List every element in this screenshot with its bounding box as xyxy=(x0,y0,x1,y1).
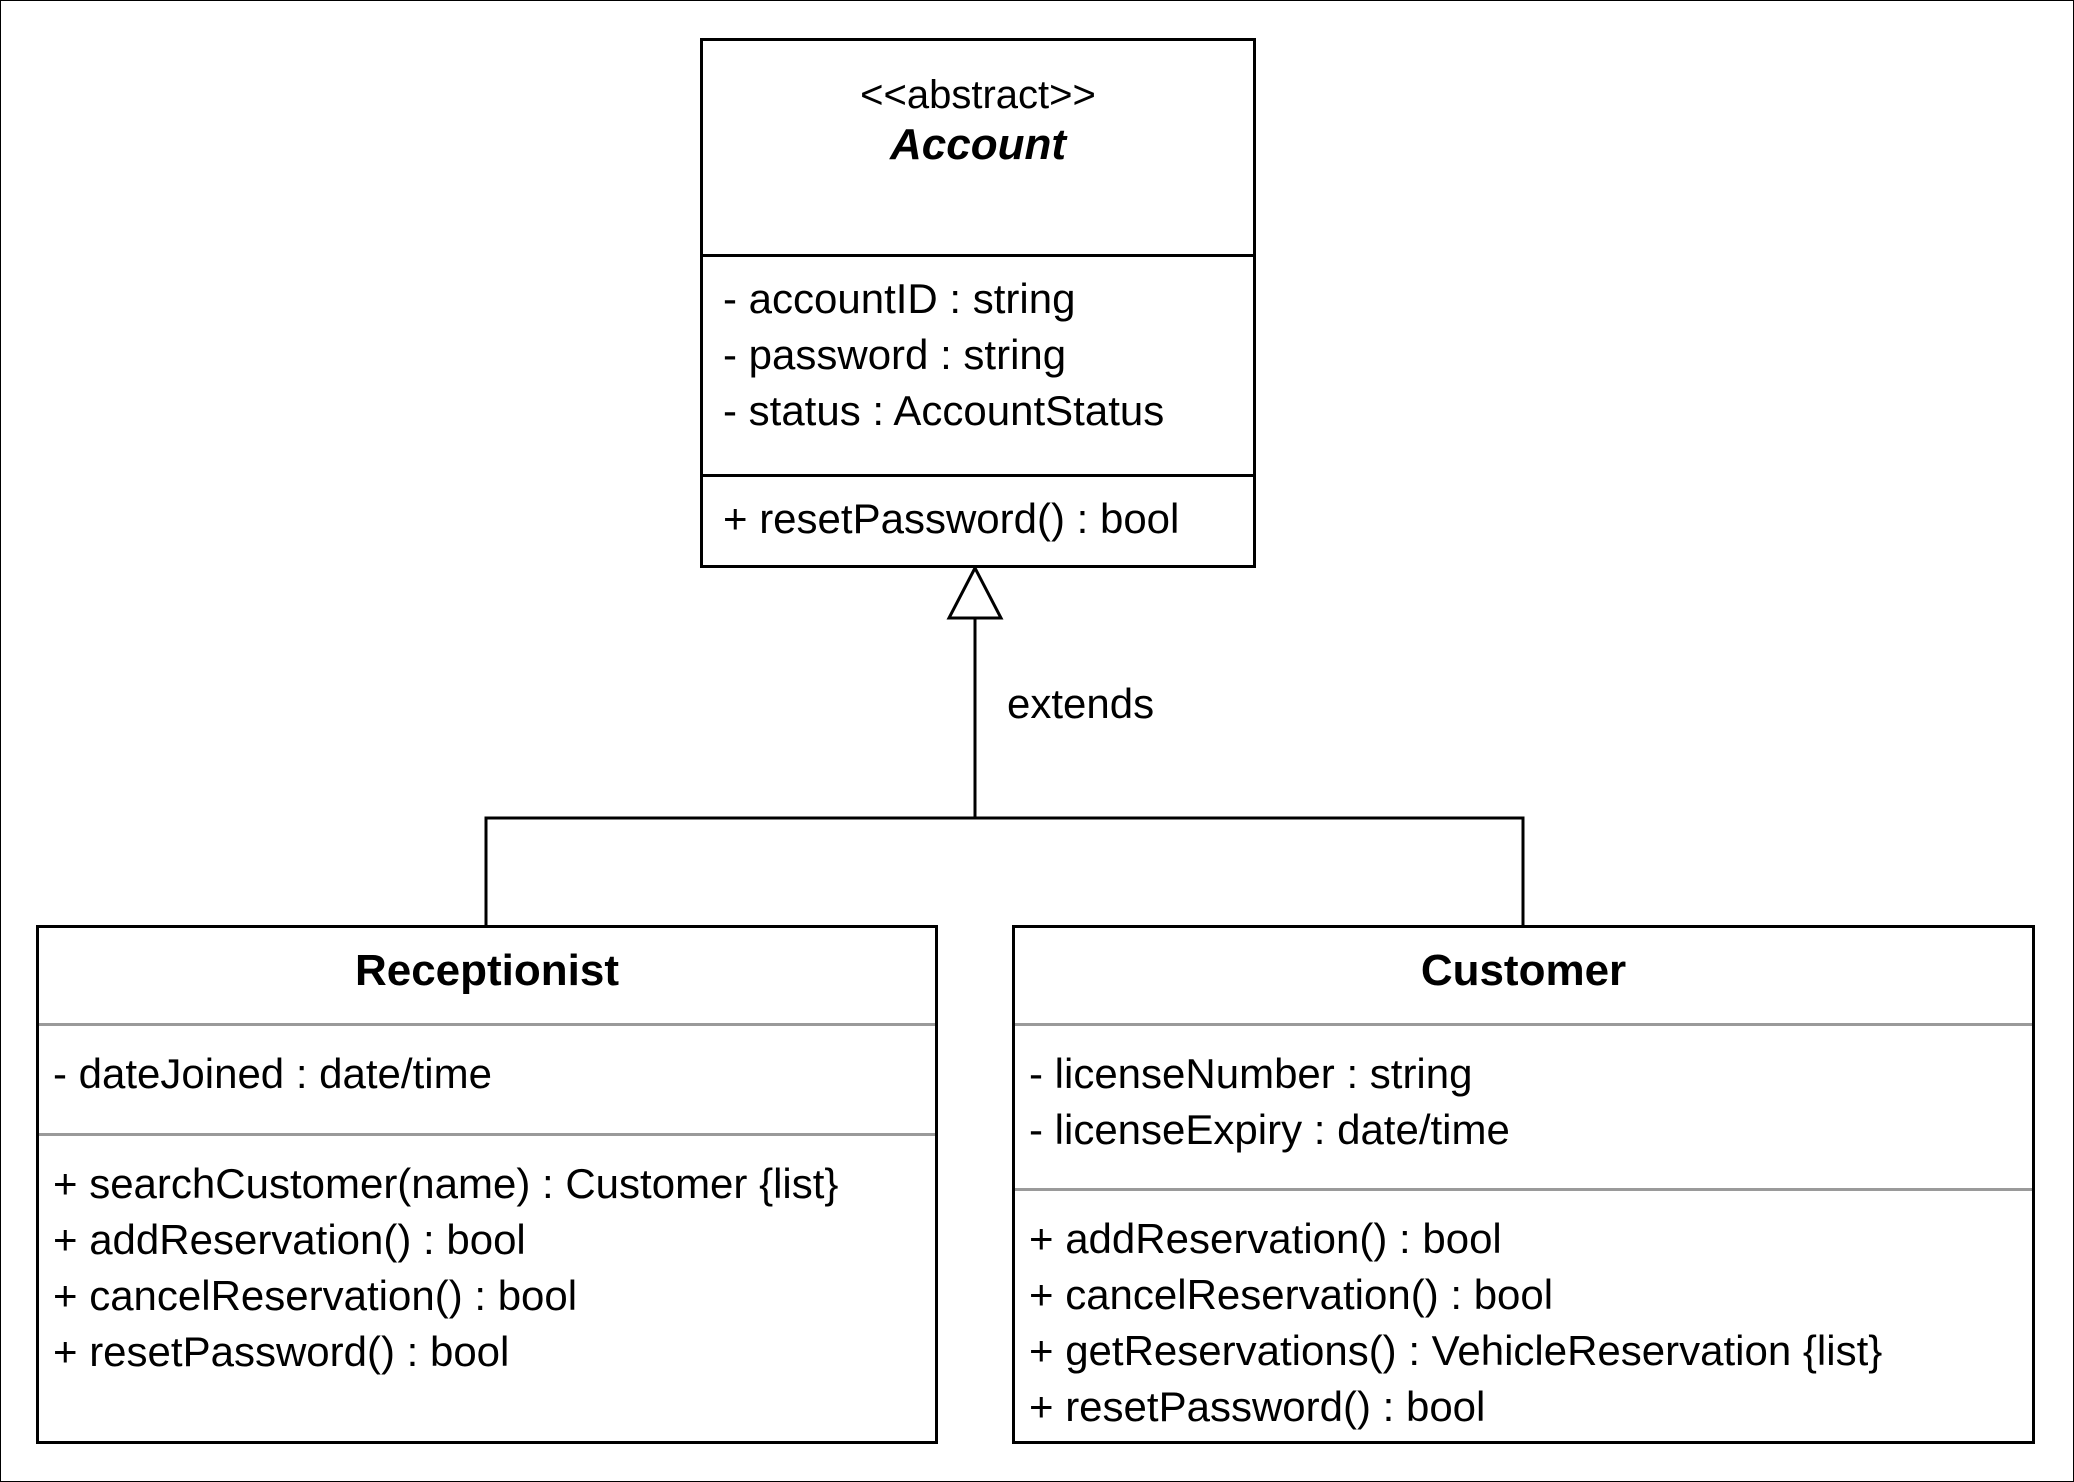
customer-attribute: - licenseExpiry : date/time xyxy=(1029,1106,1510,1153)
class-customer-header: Customer xyxy=(1015,928,2032,1023)
class-receptionist-header: Receptionist xyxy=(39,928,935,1023)
generalization-arrowhead xyxy=(946,564,1004,620)
class-customer[interactable]: Customer - licenseNumber : string - lice… xyxy=(1012,925,2035,1444)
receptionist-attributes: - dateJoined : date/time xyxy=(39,1023,935,1133)
class-receptionist[interactable]: Receptionist - dateJoined : date/time + … xyxy=(36,925,938,1444)
receptionist-operation: + cancelReservation() : bool xyxy=(53,1272,578,1319)
class-account[interactable]: <<abstract>> Account - accountID : strin… xyxy=(700,38,1256,568)
account-class-name: Account xyxy=(890,120,1066,169)
account-attribute: - password : string xyxy=(723,331,1067,378)
receptionist-attribute: - dateJoined : date/time xyxy=(53,1050,492,1097)
receptionist-operation: + searchCustomer(name) : Customer {list} xyxy=(53,1160,839,1207)
account-operations: + resetPassword() : bool xyxy=(703,474,1253,565)
extends-label: extends xyxy=(1007,680,1155,727)
receptionist-operations: + searchCustomer(name) : Customer {list}… xyxy=(39,1133,935,1380)
account-stereotype: <<abstract>> xyxy=(860,73,1096,117)
customer-class-name: Customer xyxy=(1420,946,1627,995)
customer-operations: + addReservation() : bool + cancelReserv… xyxy=(1015,1188,2032,1435)
customer-operation: + cancelReservation() : bool xyxy=(1029,1271,1554,1318)
account-operation: + resetPassword() : bool xyxy=(723,495,1180,542)
account-attributes: - accountID : string - password : string… xyxy=(703,254,1253,474)
connector-customer xyxy=(975,816,1525,925)
receptionist-operation: + addReservation() : bool xyxy=(53,1216,526,1263)
connector-receptionist xyxy=(484,816,975,925)
class-account-header: <<abstract>> Account xyxy=(703,41,1253,254)
receptionist-class-name: Receptionist xyxy=(354,946,620,995)
account-attribute: - accountID : string xyxy=(723,275,1076,322)
customer-operation: + resetPassword() : bool xyxy=(1029,1383,1486,1430)
customer-operation: + addReservation() : bool xyxy=(1029,1215,1502,1262)
customer-attribute: - licenseNumber : string xyxy=(1029,1050,1473,1097)
customer-attributes: - licenseNumber : string - licenseExpiry… xyxy=(1015,1023,2032,1188)
account-attribute: - status : AccountStatus xyxy=(723,387,1165,434)
customer-operation: + getReservations() : VehicleReservation… xyxy=(1029,1327,1883,1374)
receptionist-operation: + resetPassword() : bool xyxy=(53,1328,510,1375)
